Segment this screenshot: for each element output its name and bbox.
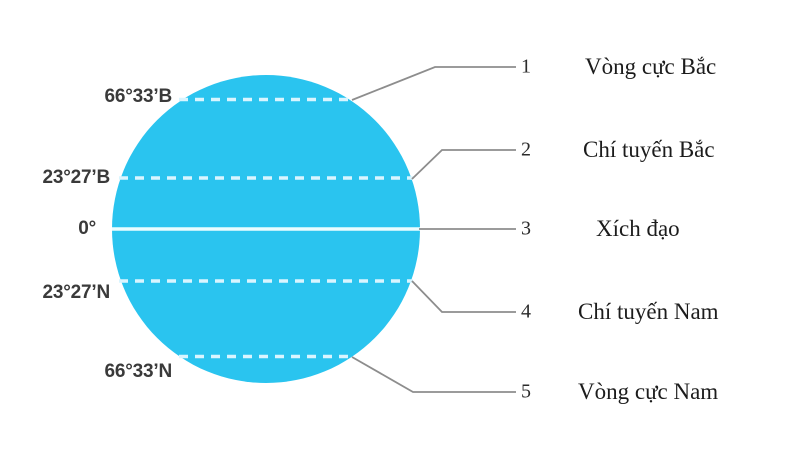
callout-number-3: 3 — [521, 217, 531, 240]
callout-number-1: 1 — [521, 55, 531, 78]
latitude-label-tropic-of-capricorn: 23°27’N — [42, 282, 111, 303]
latitude-label-arctic-circle: 66°33’B — [104, 86, 173, 107]
latitude-label-antarctic-circle: 66°33’N — [104, 361, 173, 382]
leader-line-5 — [351, 356, 516, 393]
latitude-label-tropic-of-cancer: 23°27’B — [42, 167, 111, 188]
callout-name-5: Vòng cực Nam — [578, 379, 719, 404]
callout-name-2: Chí tuyến Bắc — [583, 137, 715, 162]
leader-line-2 — [411, 149, 516, 180]
callout-number-2: 2 — [521, 138, 531, 161]
leader-line-4 — [411, 280, 516, 313]
callout-name-1: Vòng cực Bắc — [585, 54, 717, 79]
callout-name-4: Chí tuyến Nam — [578, 299, 719, 324]
latitude-label-equator: 0° — [78, 218, 96, 239]
callout-name-3: Xích đạo — [596, 216, 680, 241]
callout-number-4: 4 — [521, 300, 531, 323]
leader-line-1 — [351, 66, 516, 101]
callout-number-5: 5 — [521, 380, 531, 403]
